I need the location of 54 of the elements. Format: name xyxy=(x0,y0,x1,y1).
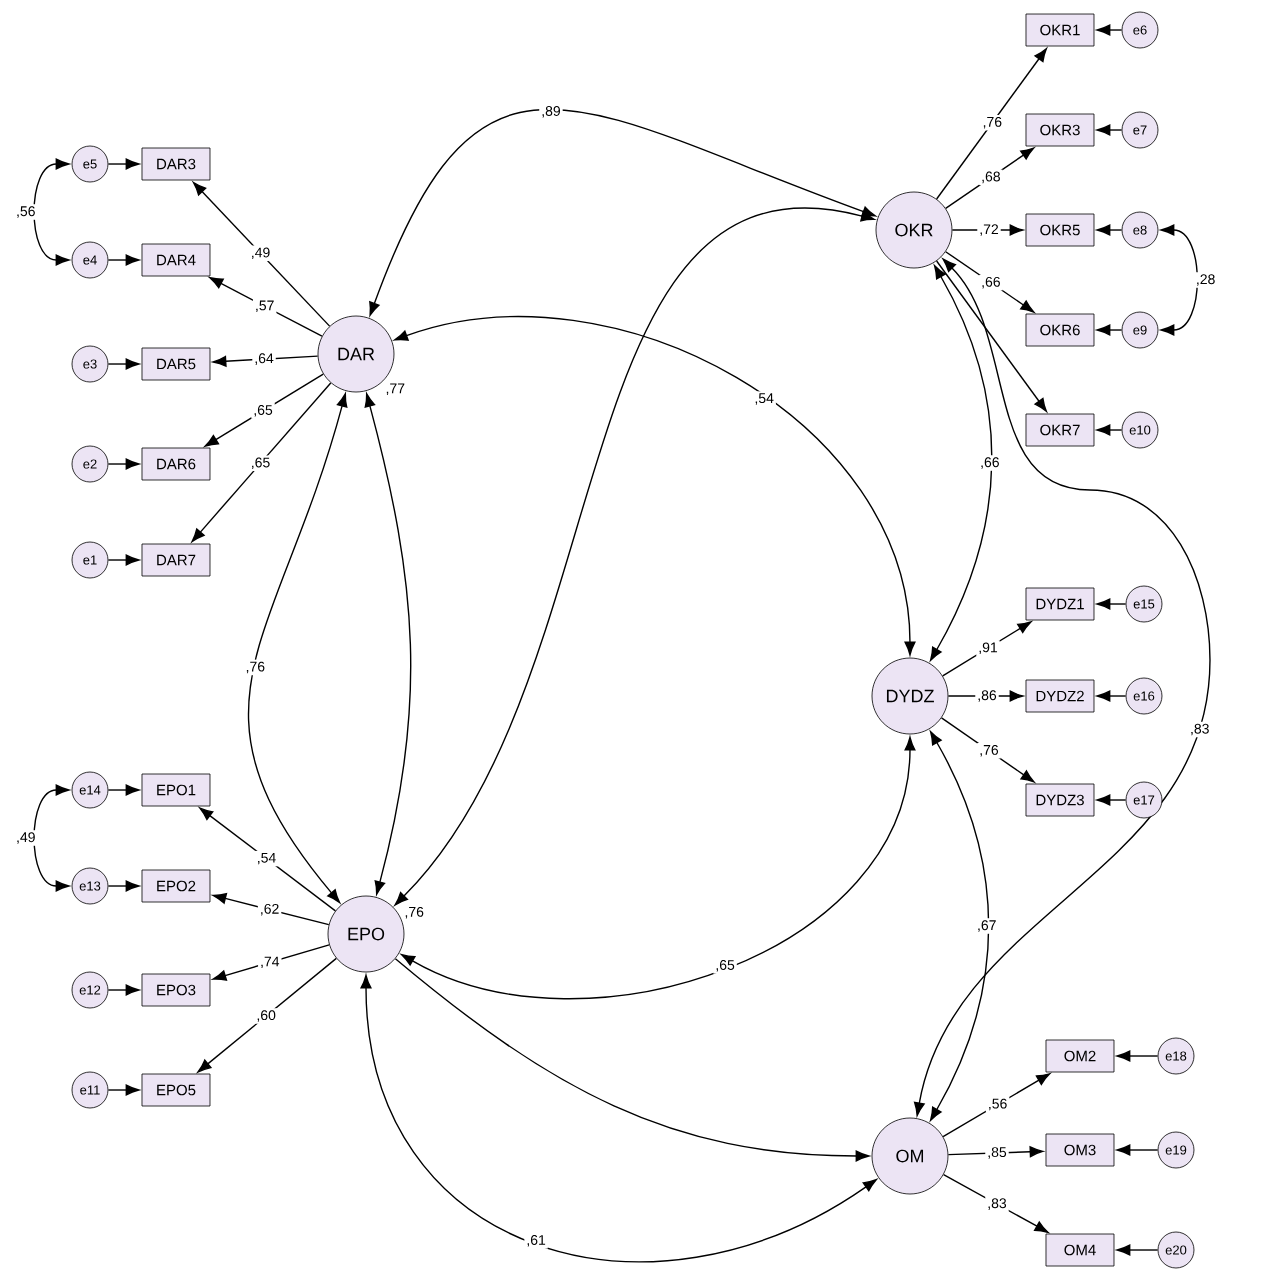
arrow xyxy=(1116,1144,1159,1156)
arrow xyxy=(942,1073,1051,1138)
arrow xyxy=(212,355,319,367)
arrow xyxy=(944,251,1035,313)
covariance-arrow xyxy=(394,315,916,656)
arrow xyxy=(1096,690,1127,702)
arrow xyxy=(935,48,1048,200)
covariance-arrow xyxy=(394,207,875,906)
arrow xyxy=(107,358,140,370)
covariance-arrow xyxy=(929,265,993,661)
arrow xyxy=(209,277,323,337)
arrow xyxy=(192,181,331,327)
arrow xyxy=(107,254,140,266)
arrow xyxy=(1096,124,1123,136)
arrow xyxy=(107,984,140,996)
arrow xyxy=(951,224,1024,236)
arrow xyxy=(1096,324,1123,336)
arrow xyxy=(107,1084,140,1096)
covariance-arrow xyxy=(401,736,916,1000)
arrow xyxy=(107,554,140,566)
arrow xyxy=(107,458,140,470)
arrow xyxy=(942,1173,1049,1233)
arrow xyxy=(197,957,337,1073)
covariance-arrow xyxy=(360,974,877,1263)
arrow xyxy=(942,621,1032,677)
arrow xyxy=(107,784,140,796)
covariance-arrow xyxy=(913,258,1211,1117)
arrow xyxy=(947,1146,1044,1158)
arrow xyxy=(1096,598,1127,610)
covariance-arrow xyxy=(33,158,70,266)
covariance-arrow xyxy=(369,108,876,316)
covariance-arrow xyxy=(364,393,412,895)
covariance-arrow xyxy=(33,784,70,892)
arrow xyxy=(1116,1050,1159,1062)
arrow xyxy=(107,158,140,170)
arrow xyxy=(1096,224,1123,236)
arrow xyxy=(1096,24,1123,36)
arrow xyxy=(212,893,330,926)
arrow xyxy=(947,690,1024,702)
arrow xyxy=(199,807,337,912)
arrow xyxy=(107,880,140,892)
arrow xyxy=(204,373,324,447)
arrow xyxy=(935,260,1048,412)
arrow xyxy=(944,147,1035,209)
arrow xyxy=(1096,794,1127,806)
arrow xyxy=(1096,424,1123,436)
arrow xyxy=(191,382,332,543)
covariance-arrow xyxy=(248,393,348,904)
covariance-arrow xyxy=(1160,224,1198,336)
arrow xyxy=(1116,1244,1159,1256)
arrow xyxy=(212,944,330,981)
arrow xyxy=(394,958,870,1162)
covariance-arrow xyxy=(929,731,990,1121)
arrow xyxy=(940,717,1035,783)
